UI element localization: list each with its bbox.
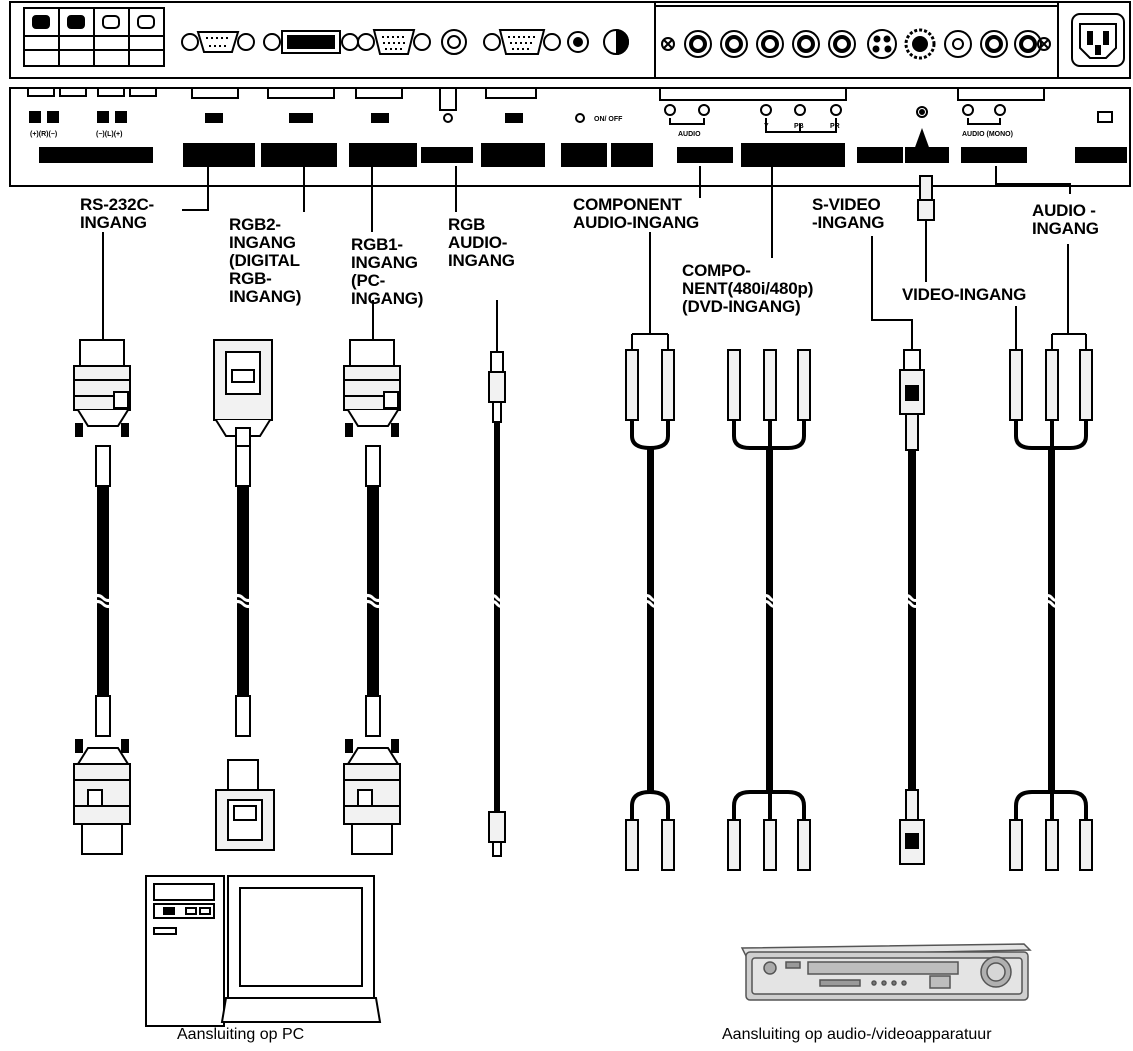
rca-jacks-top	[684, 30, 856, 58]
speaker-terminal-block	[23, 7, 165, 67]
pb-mark: PB	[794, 123, 804, 130]
rca-jack-right	[1014, 30, 1042, 58]
cable-break-marks	[91, 594, 1063, 608]
video-arrow-icon	[914, 128, 930, 150]
caption-av: Aansluiting op audio-/videoapparatuur	[722, 1026, 992, 1043]
label-rs232c: RS-232C-INGANG	[80, 195, 154, 232]
rs232c-port-top	[181, 31, 255, 53]
rgb2-cable	[213, 339, 275, 851]
pr-mark: PR	[830, 123, 840, 130]
speaker-left-mark: (+)(R)(−)	[30, 131, 57, 138]
label-s-video: S-VIDEO-INGANG	[812, 195, 885, 232]
rs232c-cable	[73, 232, 131, 855]
video-plug	[917, 175, 935, 282]
panel-marks: (+)(R)(−) (−)(L)(+) ON/ OFF AUDIO Y PB P…	[30, 116, 1013, 138]
label-component: COMPO-NENT(480i/480p)(DVD-INGANG)	[682, 261, 814, 316]
rgb-output-port-top	[483, 29, 561, 55]
y-mark: Y	[764, 123, 769, 130]
caption-pc: Aansluiting op PC	[177, 1026, 305, 1043]
vcr-illustration	[740, 943, 1032, 1001]
ac-inlet-top	[1071, 13, 1125, 67]
pc-illustration	[145, 875, 382, 1027]
s-video-jack-top	[867, 29, 897, 59]
gear-jack-top	[904, 28, 936, 60]
rgb1-port-top	[357, 29, 431, 55]
label-audio: AUDIO -INGANG	[1032, 201, 1099, 238]
cables	[73, 175, 1093, 871]
top-panel	[9, 1, 1131, 79]
audio-left-mark: AUDIO	[678, 131, 701, 138]
bottom-panel	[9, 87, 1131, 187]
speaker-right-mark: (−)(L)(+)	[96, 131, 122, 138]
component-video-cable	[727, 349, 811, 871]
label-rgb1: RGB1-INGANG(PC-INGANG)	[351, 235, 424, 308]
audio-mono-mark: AUDIO (MONO)	[962, 131, 1013, 138]
on-off-mark: ON/ OFF	[594, 116, 623, 123]
audio-cable	[1009, 244, 1093, 871]
label-video: VIDEO-INGANG	[902, 285, 1027, 304]
rgb-audio-jack-top	[441, 29, 467, 55]
video-jack-top	[944, 30, 972, 58]
leader-lines	[182, 166, 1071, 258]
rgb-audio-cable	[488, 300, 506, 857]
remote-control-jack-top	[567, 31, 589, 53]
lock-switch-top	[603, 29, 629, 55]
s-video-cable	[871, 236, 925, 865]
component-audio-cable	[625, 232, 675, 871]
rgb1-cable	[343, 300, 401, 855]
